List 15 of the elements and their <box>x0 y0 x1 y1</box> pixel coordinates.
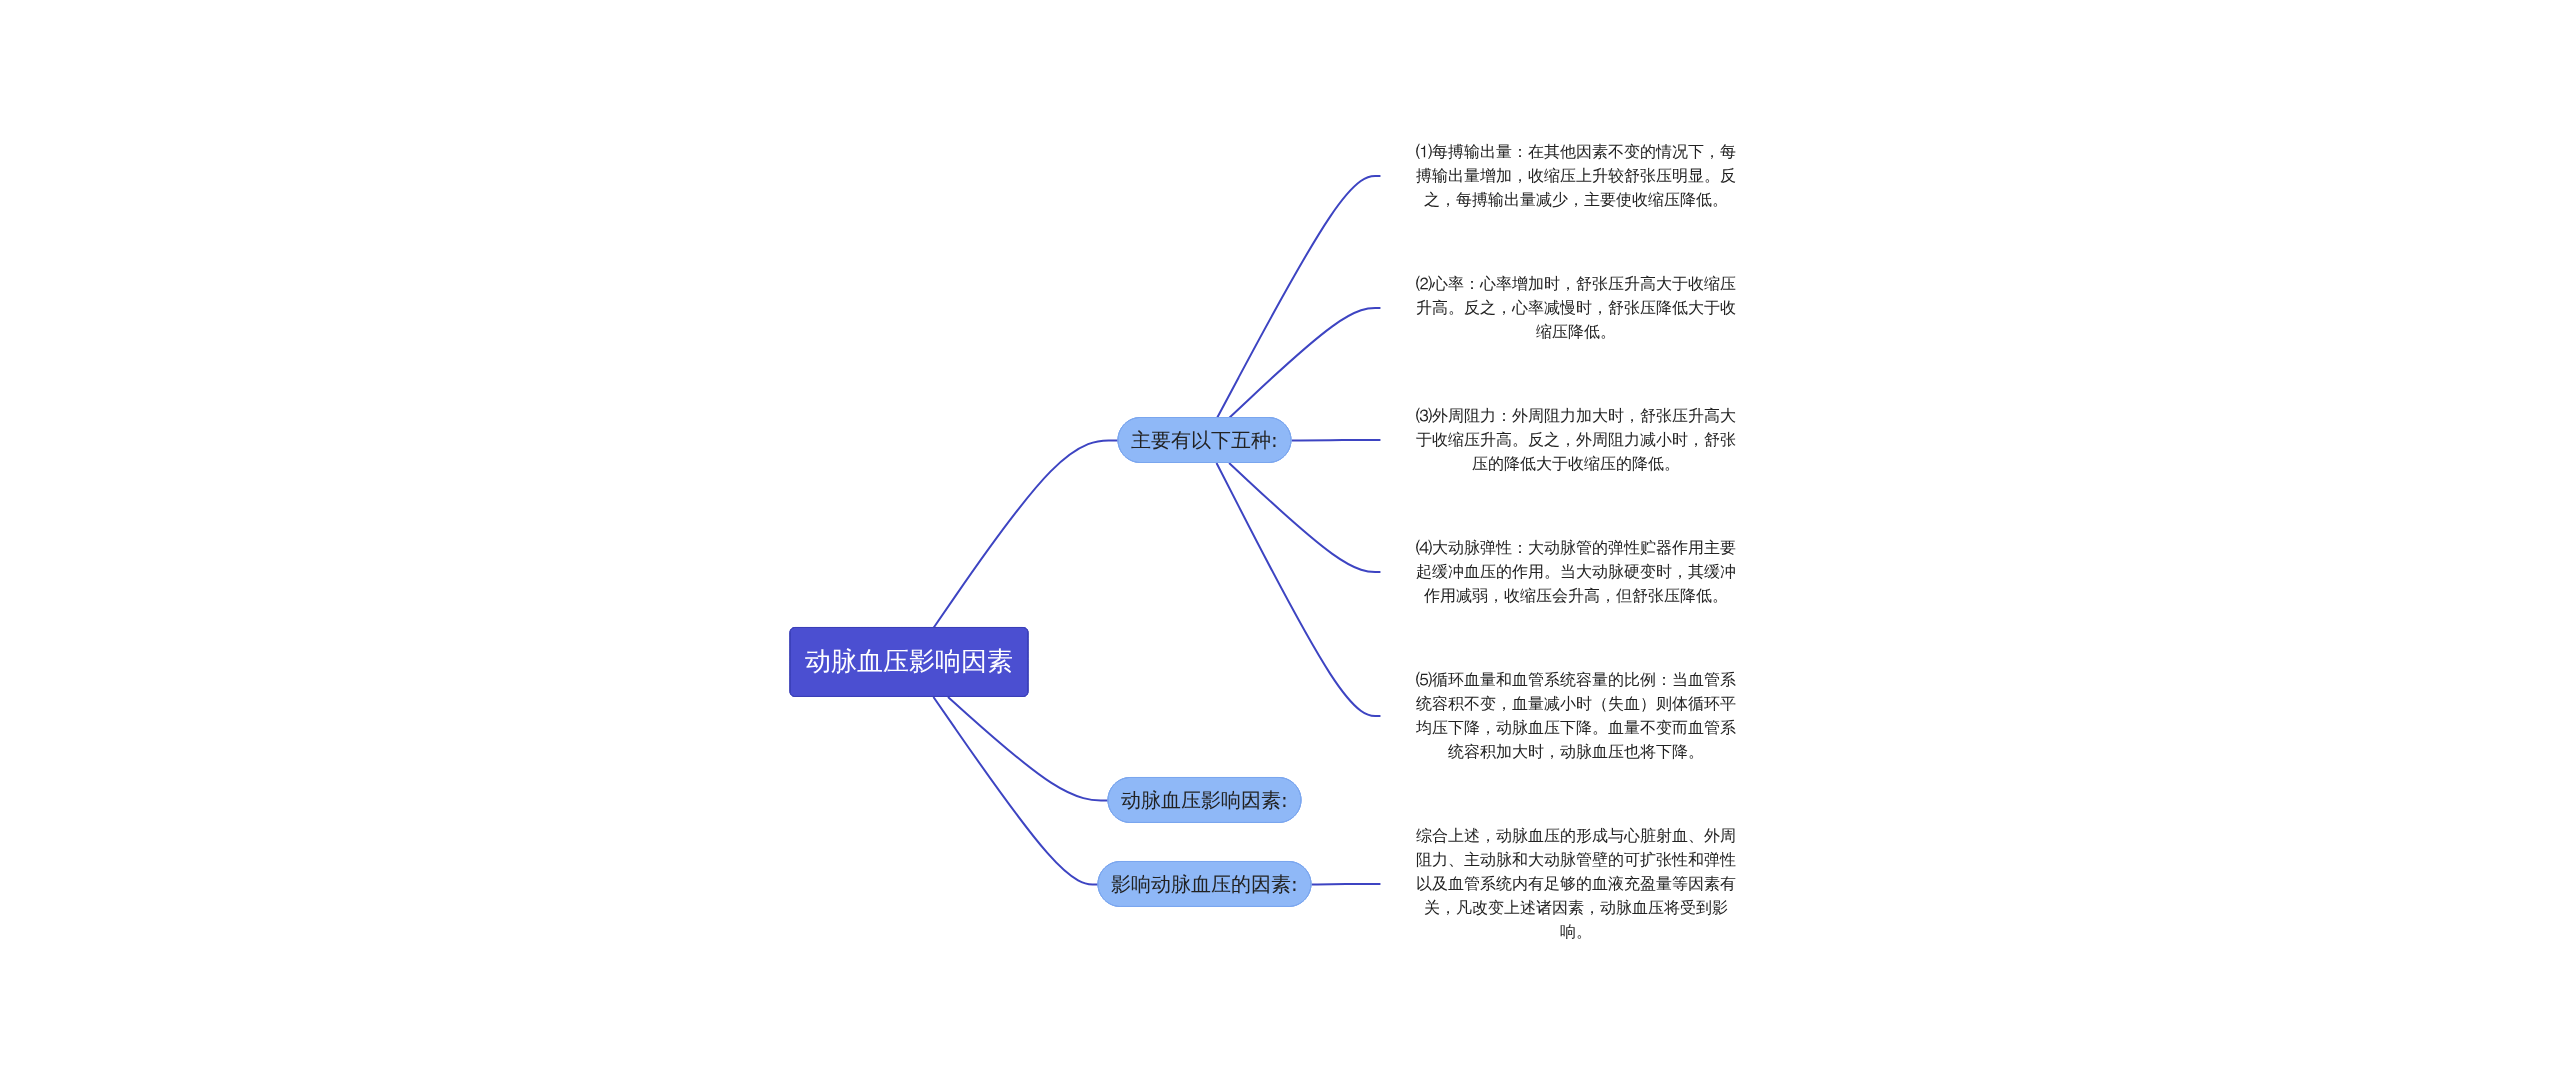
connector <box>1215 462 1382 717</box>
connector <box>931 696 1099 886</box>
node-text: ⑸循环血量和血管系统容量的比例：当血管系统容积不变，血量减小时（失血）则体循环平均压下降，动脉血压下降。血量不变而血管系统容积加大时，动脉血压也将下降。 <box>1415 670 1736 761</box>
node-text: ⑷大动脉弹性：大动脉管的弹性贮器作用主要起缓冲血压的作用。当大动脉硬变时，其缓冲作用减弱，收缩压会升高，但舒张压降低。 <box>1415 538 1736 605</box>
node-text: ⑶外周阻力：外周阻力加大时，舒张压升高大于收缩压升高。反之，外周阻力减小时，舒张压的降低大于收缩压的降低。 <box>1415 406 1736 473</box>
connector <box>1227 462 1382 573</box>
node-text: 综合上述，动脉血压的形成与心脏射血、外周阻力、主动脉和大动脉管壁的可扩张性和弹性以及血管系统内有足够的血液充盈量等因素有关，凡改变上述诸因素，动脉血压将受到影响。 <box>1415 826 1736 941</box>
node-text: ⑴每搏输出量：在其他因素不变的情况下，每搏输出量增加，收缩压上升较舒张压明显。反之，每搏输出量减少，主要使收缩压降低。 <box>1415 142 1736 209</box>
connector <box>931 439 1119 629</box>
connector <box>1215 175 1382 419</box>
connector <box>946 696 1109 802</box>
connector <box>1227 307 1382 419</box>
connector <box>1290 439 1382 442</box>
connector <box>1310 883 1382 886</box>
node-text: ⑵心率：心率增加时，舒张压升高大于收缩压升高。反之，心率减慢时，舒张压降低大于收缩压降低。 <box>1415 274 1736 341</box>
